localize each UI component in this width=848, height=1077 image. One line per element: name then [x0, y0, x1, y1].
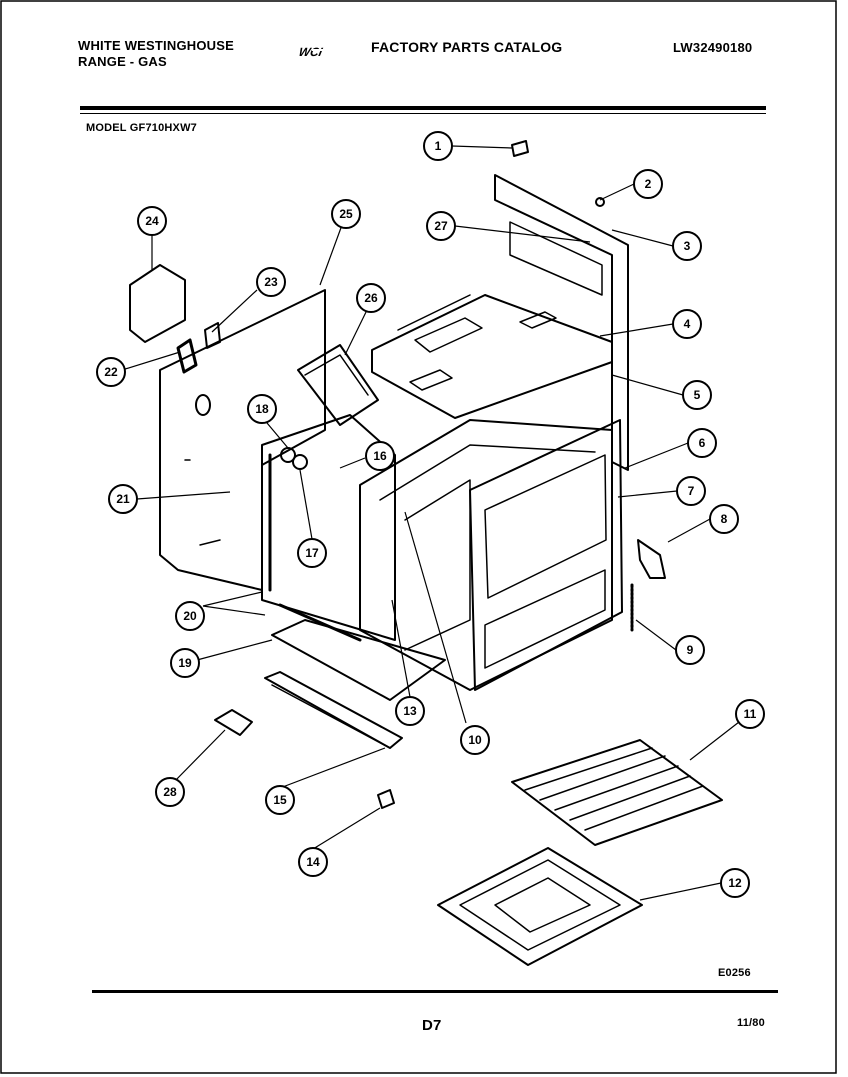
- brand-line-2: RANGE - GAS: [78, 54, 167, 69]
- svg-text:1: 1: [435, 139, 442, 153]
- svg-text:16: 16: [373, 449, 387, 463]
- callout-4: 4: [672, 309, 702, 339]
- svg-text:9: 9: [687, 643, 694, 657]
- burner-box: [297, 344, 379, 426]
- kick-plate: [264, 671, 403, 749]
- leader-lines: [121, 145, 740, 901]
- svg-text:3: 3: [684, 239, 691, 253]
- callout-16: 16: [365, 441, 395, 471]
- callout-25: 25: [331, 199, 361, 229]
- callout-11: 11: [735, 699, 765, 729]
- svg-text:20: 20: [183, 609, 197, 623]
- callout-13: 13: [395, 696, 425, 726]
- svg-text:8: 8: [721, 512, 728, 526]
- callout-3: 3: [672, 231, 702, 261]
- callout-2: 2: [633, 169, 663, 199]
- callout-1: 1: [423, 131, 453, 161]
- callout-9: 9: [675, 635, 705, 665]
- svg-text:23: 23: [264, 275, 278, 289]
- wci-logo-icon: WCI: [297, 43, 372, 59]
- model-label: MODEL GF710HXW7: [86, 122, 197, 134]
- svg-text:27: 27: [434, 219, 448, 233]
- svg-text:19: 19: [178, 656, 192, 670]
- svg-text:12: 12: [728, 876, 742, 890]
- callout-5: 5: [682, 380, 712, 410]
- back-panel-slot: [509, 221, 603, 296]
- footer-rule: [92, 990, 778, 993]
- svg-text:28: 28: [163, 785, 177, 799]
- brand-line-1: WHITE WESTINGHOUSE: [78, 38, 234, 53]
- callout-28: 28: [155, 777, 185, 807]
- svg-text:24: 24: [145, 214, 159, 228]
- diagram-code: E0256: [718, 967, 751, 979]
- callout-group: 1 2 3 4 5 6 7 8 9 10 11 12 13 14 15 16 1…: [96, 131, 765, 898]
- svg-text:18: 18: [255, 402, 269, 416]
- svg-text:17: 17: [305, 546, 319, 560]
- oven-rack: [511, 739, 723, 846]
- svg-text:4: 4: [684, 317, 691, 331]
- callout-23: 23: [256, 267, 286, 297]
- svg-text:7: 7: [688, 484, 695, 498]
- svg-text:10: 10: [468, 733, 482, 747]
- callout-27: 27: [426, 211, 456, 241]
- logo-text: WCI: [297, 45, 324, 59]
- callout-8: 8: [709, 504, 739, 534]
- bottom-pan: [271, 619, 446, 701]
- callout-21: 21: [108, 484, 138, 514]
- door-frame: [469, 419, 623, 691]
- svg-text:21: 21: [116, 492, 130, 506]
- document-number: LW32490180: [673, 40, 753, 55]
- callout-20: 20: [175, 601, 205, 631]
- svg-text:5: 5: [694, 388, 701, 402]
- callout-12: 12: [720, 868, 750, 898]
- callout-17: 17: [297, 538, 327, 568]
- svg-text:11: 11: [744, 707, 757, 721]
- bracket-24: [129, 264, 186, 343]
- callout-7: 7: [676, 476, 706, 506]
- catalog-title: FACTORY PARTS CATALOG: [371, 39, 563, 55]
- svg-text:13: 13: [403, 704, 417, 718]
- top-panel: [371, 294, 613, 419]
- svg-text:22: 22: [104, 365, 118, 379]
- svg-text:25: 25: [339, 207, 353, 221]
- broiler-pan: [437, 847, 643, 966]
- callout-22: 22: [96, 357, 126, 387]
- callout-14: 14: [298, 847, 328, 877]
- page-id: D7: [422, 1017, 442, 1034]
- callout-6: 6: [687, 428, 717, 458]
- svg-text:2: 2: [645, 177, 652, 191]
- svg-text:26: 26: [364, 291, 378, 305]
- header-rule-thin: [80, 113, 766, 114]
- door-window: [484, 454, 607, 599]
- svg-text:15: 15: [273, 793, 287, 807]
- callout-26: 26: [356, 283, 386, 313]
- callout-18: 18: [247, 394, 277, 424]
- callout-19: 19: [170, 648, 200, 678]
- brand-title: WHITE WESTINGHOUSE RANGE - GAS: [78, 38, 234, 70]
- svg-text:14: 14: [306, 855, 320, 869]
- callout-15: 15: [265, 785, 295, 815]
- callout-24: 24: [137, 206, 167, 236]
- callout-10: 10: [460, 725, 490, 755]
- catalog-date: 11/80: [737, 1017, 765, 1029]
- svg-text:6: 6: [699, 436, 706, 450]
- header-rule-thick: [80, 106, 766, 110]
